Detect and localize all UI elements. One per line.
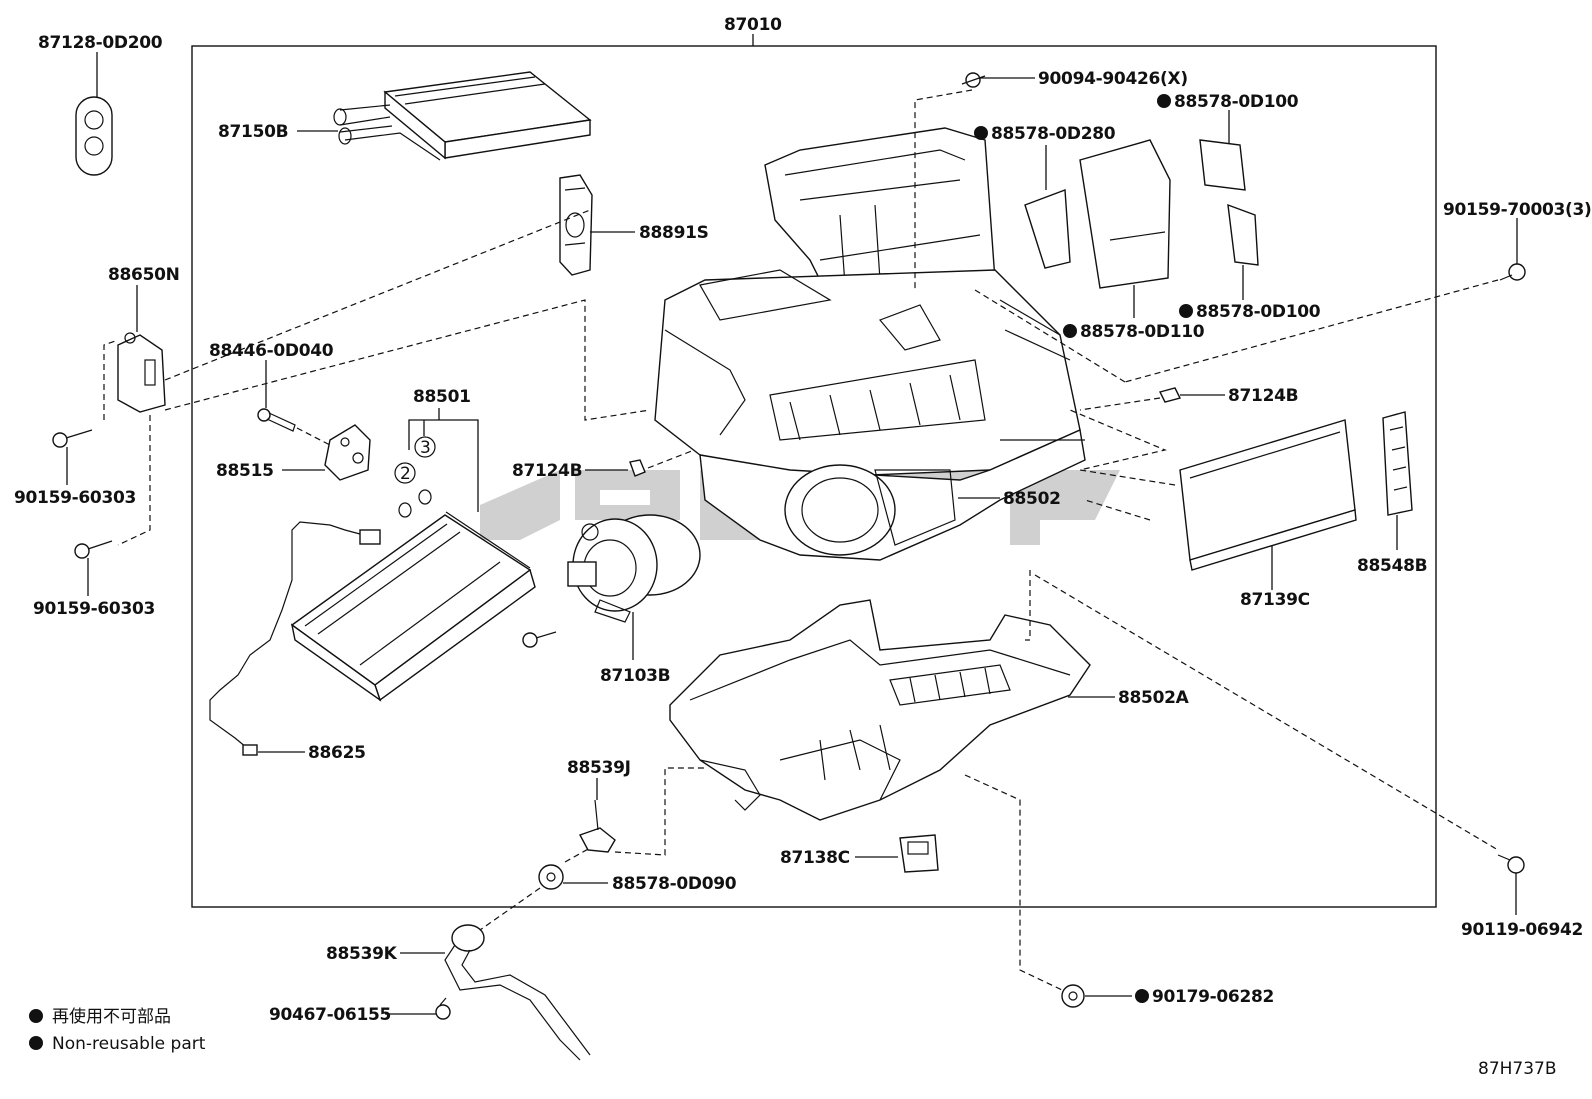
legend-jp: 再使用不可部品 <box>52 1006 171 1027</box>
part-88578-0D100-mid <box>1227 203 1259 266</box>
o-ring-3: 3 <box>414 436 436 505</box>
dash-actuator-bracket <box>164 209 591 381</box>
part-90467-clip <box>435 997 451 1020</box>
part-88891S-bracket <box>559 174 593 276</box>
part-88539K-hose <box>444 924 591 1061</box>
part-88578-0D280-seal <box>1024 189 1071 269</box>
dash-88578-0D090-down <box>479 887 541 931</box>
label-88446-0D040: 88446-0D040 <box>209 341 334 361</box>
label-87139C: 87139C <box>1240 590 1310 610</box>
dash-88539J <box>614 767 705 856</box>
non-reusable-dot-0D110 <box>1063 324 1077 338</box>
label-88625: 88625 <box>308 743 366 763</box>
label-87150B: 87150B <box>218 122 288 142</box>
part-88650N-actuator <box>117 332 166 413</box>
part-88578-0D090-seal <box>538 864 564 890</box>
label-87138C: 87138C <box>780 848 850 868</box>
label-87124B-right: 87124B <box>1228 386 1298 406</box>
part-88578-0D100-top <box>1199 139 1246 191</box>
label-87010: 87010 <box>724 15 782 35</box>
label-88539K: 88539K <box>326 944 398 964</box>
part-90119-screw <box>1497 854 1525 874</box>
part-87103B-blower-motor <box>567 514 701 623</box>
part-87124B-clip-left <box>629 459 646 477</box>
part-87124B-clip-right <box>1158 387 1182 403</box>
label-88578-0D100-mid: 88578-0D100 <box>1196 302 1321 322</box>
non-reusable-dot-0D280 <box>974 126 988 140</box>
label-88578-0D110: 88578-0D110 <box>1080 322 1205 342</box>
label-88578-0D280: 88578-0D280 <box>991 124 1116 144</box>
dash-90159-70003 <box>1124 279 1499 383</box>
non-reusable-dot-0D100-mid <box>1179 304 1193 318</box>
part-88502-housing <box>654 127 1086 561</box>
label-90094-90426: 90094-90426(X) <box>1038 69 1188 89</box>
part-88515-valve <box>324 424 371 481</box>
part-88539J-drain <box>578 799 616 853</box>
label-90179-06282: 90179-06282 <box>1152 987 1274 1007</box>
o-ring-2: 2 <box>394 462 416 518</box>
leader-88501 <box>408 408 479 512</box>
label-90119-06942: 90119-06942 <box>1461 920 1583 940</box>
legend-dot-jp <box>29 1009 43 1023</box>
label-90159-60303-a: 90159-60303 <box>14 488 136 508</box>
part-90094-screw <box>961 72 986 88</box>
dash-88446 <box>296 427 331 446</box>
dash-actuator-screw-b <box>117 415 151 546</box>
part-screw-90159-60303-a <box>52 429 93 448</box>
part-88548B-cover <box>1382 411 1413 516</box>
label-88502A: 88502A <box>1118 688 1190 708</box>
part-88501-evaporator <box>290 511 536 702</box>
dash-87139C-b <box>1084 499 1151 521</box>
legend-en: Non-reusable part <box>52 1034 206 1054</box>
part-87103B-screw <box>522 631 557 648</box>
part-90159-70003-screw <box>1499 263 1526 281</box>
dash-88502A-upper <box>1025 570 1031 641</box>
part-87150B-heater-core <box>333 71 592 161</box>
part-88578-0D110-seal <box>1079 139 1171 289</box>
dash-87124B-right <box>1079 397 1161 411</box>
label-88539J: 88539J <box>567 758 631 778</box>
label-90159-60303-b: 90159-60303 <box>33 599 155 619</box>
label-87124B-left: 87124B <box>512 461 582 481</box>
legend: 再使用不可部品 Non-reusable part <box>29 1006 206 1054</box>
label-88578-0D100-top: 88578-0D100 <box>1174 92 1299 112</box>
label-88891S: 88891S <box>639 223 709 243</box>
label-90159-70003: 90159-70003(3) <box>1443 200 1592 220</box>
non-reusable-dot-90179 <box>1135 989 1149 1003</box>
part-screw-90159-60303-b <box>74 540 113 559</box>
svg-text:2: 2 <box>400 464 411 484</box>
non-reusable-dot-0D100-top <box>1157 94 1171 108</box>
assembly-boundary <box>191 45 1437 908</box>
dash-90119 <box>1034 574 1499 851</box>
label-88501: 88501 <box>413 387 471 407</box>
dash-88578-0D090-up <box>564 847 591 863</box>
dash-90094 <box>914 89 973 290</box>
label-88515: 88515 <box>216 461 274 481</box>
label-88578-0D090: 88578-0D090 <box>612 874 737 894</box>
part-88625-thermistor <box>209 521 381 756</box>
part-88502A-lower-case <box>669 599 1091 821</box>
legend-dot-en <box>29 1036 43 1050</box>
label-88548B: 88548B <box>1357 556 1427 576</box>
label-90467-06155: 90467-06155 <box>269 1005 391 1025</box>
label-87103B: 87103B <box>600 666 670 686</box>
label-88650N: 88650N <box>108 265 180 285</box>
part-88446-bolt <box>257 408 296 432</box>
part-87138C-sensor <box>899 834 939 873</box>
diagram-code: 87H737B <box>1478 1059 1557 1079</box>
label-87128-0D200: 87128-0D200 <box>38 33 163 53</box>
label-88502: 88502 <box>1003 489 1061 509</box>
part-87128-grommet <box>75 96 113 176</box>
svg-text:3: 3 <box>420 438 431 458</box>
dash-87139C <box>1069 409 1176 486</box>
dash-actuator-unit <box>164 299 651 421</box>
dash-actuator-screw-a <box>103 339 119 420</box>
part-90179-nut <box>1061 984 1085 1008</box>
dash-90179 <box>964 774 1063 991</box>
part-87139C-filter <box>1179 419 1357 571</box>
